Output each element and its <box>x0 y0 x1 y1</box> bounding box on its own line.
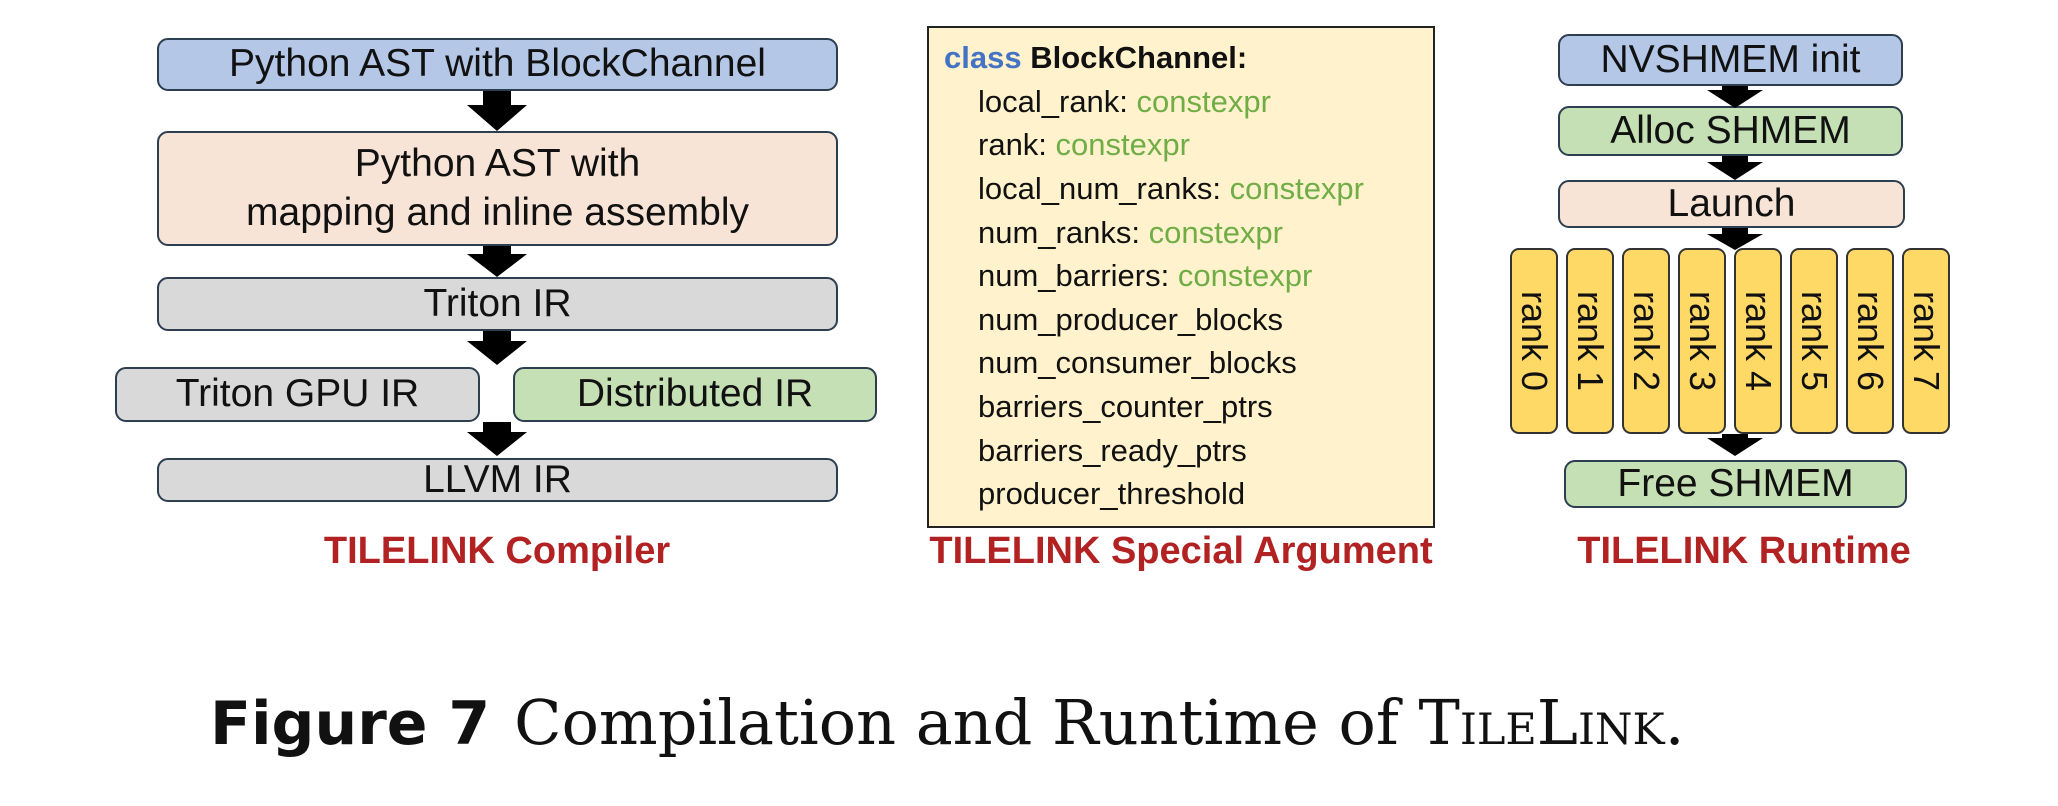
free-shmem-box: Free SHMEM <box>1564 460 1907 508</box>
python-ast-mapping-box: Python AST with mapping and inline assem… <box>157 131 838 246</box>
field-line: local_rank: constexpr <box>978 84 1271 120</box>
field-line: local_num_ranks: constexpr <box>978 171 1364 207</box>
rank-label: rank 5 <box>1794 290 1835 392</box>
field-line: producer_threshold <box>978 476 1245 512</box>
field-line: num_ranks: constexpr <box>978 215 1283 251</box>
field-name: local_num_ranks: <box>978 171 1221 206</box>
field-line: barriers_counter_ptrs <box>978 389 1273 425</box>
field-line: num_barriers: constexpr <box>978 258 1312 294</box>
python-ast-blockchannel-label: Python AST with BlockChannel <box>229 42 766 86</box>
python-ast-mapping-label-2: mapping and inline assembly <box>246 190 749 234</box>
figure-text: Compilation and Runtime of TileLink. <box>514 686 1684 759</box>
rank-box: rank 6 <box>1846 248 1894 434</box>
triton-ir-box: Triton IR <box>157 277 838 331</box>
triton-ir-label: Triton IR <box>423 281 572 325</box>
rank-label: rank 4 <box>1738 290 1779 392</box>
distributed-ir-label: Distributed IR <box>576 372 814 416</box>
field-name: barriers_ready_ptrs <box>978 433 1247 468</box>
rank-box: rank 3 <box>1678 248 1726 434</box>
rank-label: rank 6 <box>1850 290 1891 392</box>
class-name: BlockChannel: <box>1030 40 1248 75</box>
figure-text-prefix: Compilation and Runtime of <box>514 686 1399 759</box>
free-shmem-label: Free SHMEM <box>1617 461 1854 505</box>
rank-box: rank 4 <box>1734 248 1782 434</box>
field-line: num_consumer_blocks <box>978 345 1297 381</box>
launch-box: Launch <box>1558 180 1905 228</box>
rank-box: rank 5 <box>1790 248 1838 434</box>
field-name: producer_threshold <box>978 476 1246 511</box>
rank-label: rank 7 <box>1906 290 1947 392</box>
field-line: barriers_ready_ptrs <box>978 433 1247 469</box>
field-name: rank: <box>978 127 1047 162</box>
figure-text-suffix: . <box>1664 686 1685 759</box>
figure-text-name: TileLink <box>1418 686 1665 759</box>
special-argument-caption: TILELINK Special Argument <box>929 530 1433 572</box>
field-name: num_consumer_blocks <box>978 345 1297 380</box>
class-keyword: class <box>944 40 1022 75</box>
compiler-caption: TILELINK Compiler <box>323 530 671 572</box>
field-name: num_ranks: <box>978 215 1140 250</box>
field-type: constexpr <box>1055 127 1190 162</box>
nvshmem-init-label: NVSHMEM init <box>1600 37 1861 81</box>
figure-caption: Figure 7 Compilation and Runtime of TileL… <box>210 686 1684 759</box>
rank-label: rank 3 <box>1682 290 1723 392</box>
llvm-ir-label: LLVM IR <box>423 457 572 501</box>
field-line: rank: constexpr <box>978 127 1190 163</box>
distributed-ir-box: Distributed IR <box>513 367 877 422</box>
field-type: constexpr <box>1229 171 1364 206</box>
blockchannel-code-panel <box>927 26 1435 528</box>
rank-label: rank 2 <box>1626 290 1667 392</box>
field-type: constexpr <box>1136 84 1271 119</box>
llvm-ir-box: LLVM IR <box>157 458 838 502</box>
runtime-caption: TILELINK Runtime <box>1577 530 1911 572</box>
launch-label: Launch <box>1667 181 1796 225</box>
alloc-shmem-box: Alloc SHMEM <box>1558 106 1903 156</box>
field-name: num_producer_blocks <box>978 302 1284 337</box>
rank-box: rank 2 <box>1622 248 1670 434</box>
field-type: constexpr <box>1148 215 1283 250</box>
figure-label: Figure 7 <box>210 689 491 759</box>
rank-box: rank 0 <box>1510 248 1558 434</box>
rank-label: rank 1 <box>1570 290 1611 392</box>
field-name: barriers_counter_ptrs <box>978 389 1273 424</box>
field-type: constexpr <box>1177 258 1313 293</box>
rank-label: rank 0 <box>1514 290 1555 392</box>
rank-box: rank 7 <box>1902 248 1950 434</box>
field-name: local_rank: <box>978 84 1128 119</box>
python-ast-blockchannel-box: Python AST with BlockChannel <box>157 38 838 91</box>
triton-gpu-ir-label: Triton GPU IR <box>175 372 420 416</box>
rank-box: rank 1 <box>1566 248 1614 434</box>
field-line: num_producer_blocks <box>978 302 1283 338</box>
field-name: num_barriers: <box>978 258 1170 293</box>
alloc-shmem-label: Alloc SHMEM <box>1610 108 1851 152</box>
python-ast-mapping-label-1: Python AST with <box>354 141 641 185</box>
nvshmem-init-box: NVSHMEM init <box>1558 34 1903 86</box>
blockchannel-class-header: class BlockChannel: <box>944 40 1247 76</box>
triton-gpu-ir-box: Triton GPU IR <box>115 367 480 422</box>
